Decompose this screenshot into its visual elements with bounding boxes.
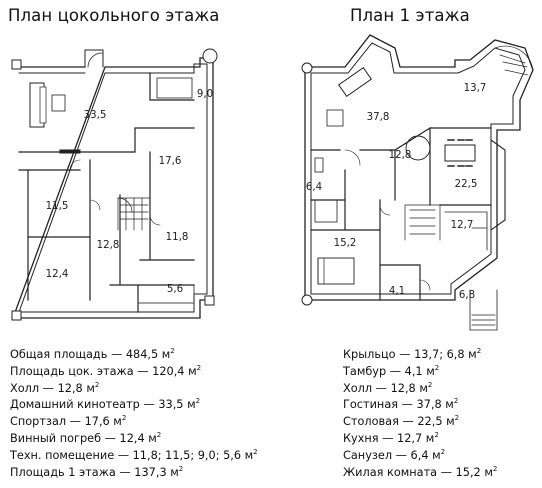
first-floor-room-area-label: 4,1: [389, 286, 405, 297]
basement-legend: Общая площадь — 484,5 м2 Площадь цок. эт…: [10, 347, 258, 481]
basement-staircase: [117, 197, 151, 231]
legend-line: Столовая — 22,5 м2: [343, 414, 460, 429]
basement-column: [202, 48, 218, 64]
first-floor-room-area-label: 15,2: [334, 238, 357, 249]
basement-plan: [11, 48, 218, 321]
first-floor-staircase: [404, 204, 441, 241]
basement-column: [11, 310, 22, 321]
toilet: [314, 157, 324, 173]
first-floor-room-area-label: 12,7: [451, 220, 474, 231]
first-floor-outer-wall: [304, 34, 534, 301]
basement-room-area-label: 5,6: [167, 284, 183, 295]
first-floor-room-area-label: 6,4: [306, 182, 322, 193]
basement-room-area-label: 11,5: [46, 201, 69, 212]
living-room-table: [405, 135, 431, 161]
legend-line: Тамбур — 4,1 м2: [343, 363, 440, 378]
room-area-labels: 33,5 9,0 17,6 11,5 12,8 11,8 12,4 5,6 37,8 13,7 6,…: [46, 83, 487, 301]
basement-room-area-label: 33,5: [84, 110, 107, 121]
basement-room-area-label: 12,8: [97, 240, 120, 251]
bathtub: [314, 199, 338, 223]
legend-line: Крыльцо — 13,7; 6,8 м2: [343, 347, 482, 362]
dining-table: [444, 144, 476, 162]
basement-room-area-label: 17,6: [159, 156, 182, 167]
basement-column: [11, 59, 22, 70]
first-floor-room-area-label: 6,8: [459, 290, 475, 301]
first-floor-column: [301, 294, 313, 306]
first-floor-room-area-label: 13,7: [464, 83, 487, 94]
basement-column: [204, 295, 215, 306]
legend-line: Кухня — 12,7 м2: [343, 430, 439, 445]
first-floor-partition: [310, 127, 492, 301]
first-floor-room-area-label: 12,8: [389, 150, 412, 161]
first-floor-plan-title: План 1 этажа: [350, 6, 470, 25]
basement-window-well: [137, 284, 195, 304]
basement-room-area-label: 11,8: [166, 232, 189, 243]
legend-line: Холл — 12,8 м2: [343, 380, 433, 395]
basement-room-area-label: 12,4: [46, 269, 69, 280]
first-floor-legend: Крыльцо — 13,7; 6,8 м2 Тамбур — 4,1 м2 Х…: [343, 347, 497, 481]
legend-line: Холл — 12,8 м2: [10, 380, 100, 395]
first-floor-inner-wall: [310, 42, 526, 295]
basement-plan-title: План цокольного этажа: [8, 6, 220, 25]
basement-entry-door: [84, 49, 104, 68]
first-floor-plan: [301, 34, 534, 331]
legend-line: Жилая комната — 15,2 м2: [343, 464, 498, 479]
first-floor-room-area-label: 22,5: [455, 179, 478, 190]
basement-screen: [59, 149, 81, 154]
first-floor-room-area-label: 37,8: [367, 112, 390, 123]
living-room-armchair: [326, 109, 344, 127]
legend-line: Санузел — 6,4 м2: [343, 447, 446, 462]
legend-line: Техн. помещение — 11,8; 11,5; 9,0; 5,6 м…: [10, 447, 258, 462]
basement-armchair: [51, 94, 66, 112]
legend-line: Винный погреб — 12,4 м2: [10, 430, 162, 445]
dining-bay: [490, 139, 506, 231]
legend-line: Общая площадь — 484,5 м2: [10, 347, 175, 362]
basement-bar: [156, 77, 193, 99]
first-floor-column: [301, 62, 313, 74]
basement-room-area-label: 9,0: [197, 89, 213, 100]
porch-spiral-stair: [494, 45, 534, 76]
basement-inner-wall: [18, 63, 208, 313]
legend-line: Гостиная — 37,8 м2: [343, 397, 459, 412]
legend-line: Спортзал — 17,6 м2: [10, 414, 127, 429]
bedroom-bed: [317, 257, 355, 285]
living-room-sofa: [338, 66, 372, 98]
kitchen-counter: [444, 211, 488, 251]
legend-line: Площадь цок. этажа — 120,4 м2: [10, 363, 202, 378]
legend-line: Домашний кинотеатр — 33,5 м2: [10, 397, 201, 412]
legend-line: Площадь 1 этажа — 137,3 м2: [10, 464, 184, 479]
entry-porch: [469, 289, 498, 331]
